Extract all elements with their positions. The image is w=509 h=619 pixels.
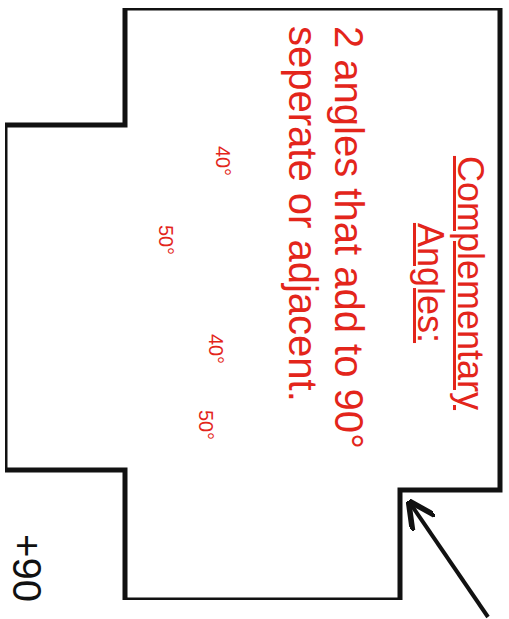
cross-outline	[5, 8, 500, 600]
pointer-arrow	[410, 503, 488, 617]
angle-measure: 40°	[204, 334, 227, 364]
angle-measure: 40°	[211, 146, 234, 176]
body-text: 2 angles that add to 90° seperate or adj…	[280, 26, 372, 546]
cross-frame: Complementary Angles: 2 angles that add t…	[5, 8, 505, 600]
angle-measure: 50°	[194, 410, 217, 440]
margin-note: +90	[4, 534, 49, 602]
heading-text: Complementary Angles:	[410, 118, 490, 448]
rotated-panel: Complementary Angles: 2 angles that add t…	[110, 8, 500, 598]
angle-measure: 50°	[154, 225, 177, 255]
